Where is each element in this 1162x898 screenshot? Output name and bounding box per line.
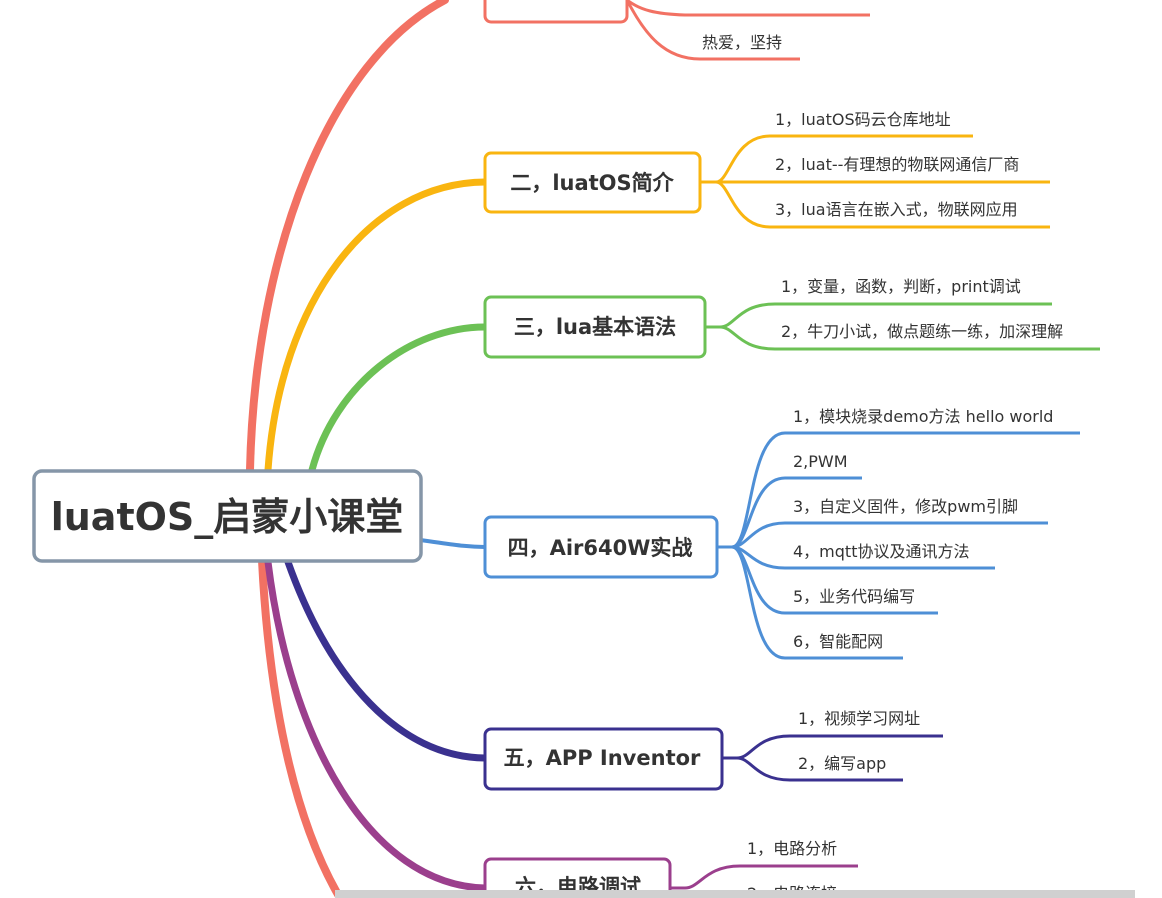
leaf-line-b1-0 [626, 0, 870, 17]
horizontal-scrollbar[interactable] [335, 890, 1135, 898]
trunk-b2 [264, 178, 489, 474]
branch-label-b2: 二，luatOS简介 [510, 171, 674, 195]
leaf-line-b2-2 [715, 180, 1050, 229]
branch-label-b4: 四，Air640W实战 [508, 536, 693, 560]
branch-label-b5: 五，APP Inventor [504, 746, 701, 770]
branch-nodes [483, 0, 724, 898]
trunk-b1 [246, 0, 449, 474]
branch-box-b3[interactable] [483, 295, 707, 359]
branch-box-b6[interactable] [483, 857, 672, 898]
leaf-label-b2-2[interactable]: 3，lua语言在嵌入式，物联网应用 [775, 200, 1018, 219]
branch-box-b2[interactable] [483, 151, 702, 214]
branch-connectors [246, 0, 489, 898]
leaf-label-b4-4[interactable]: 5，业务代码编写 [793, 587, 915, 606]
branch-label-b3: 三，lua基本语法 [514, 315, 676, 339]
leaf-label-b4-2[interactable]: 3，自定义固件，修改pwm引脚 [793, 497, 1018, 516]
leaf-label-b4-3[interactable]: 4，mqtt协议及通讯方法 [793, 542, 969, 561]
leaf-label-b2-0[interactable]: 1，luatOS码云仓库地址 [775, 110, 951, 129]
branch-box-b1[interactable] [483, 0, 629, 24]
leaf-label-b1-1[interactable]: 热爱，坚持 [702, 33, 782, 52]
trunk-b4 [418, 538, 487, 549]
leaf-label-b5-0[interactable]: 1，视频学习网址 [798, 709, 920, 728]
leaf-label-b3-0[interactable]: 1，变量，函数，判断，print调试 [781, 277, 1021, 296]
leaf-line-b4-0 [717, 431, 1080, 549]
branch-box-b5[interactable] [483, 727, 724, 791]
trunk-b6 [264, 558, 489, 892]
trunk-b5 [284, 558, 489, 762]
leaf-label-b4-1[interactable]: 2,PWM [793, 452, 848, 471]
branch-box-b4[interactable] [483, 515, 719, 579]
leaf-labels: 热爱，坚持 1，luatOS码云仓库地址 2，luat--有理想的物联网通信厂商… [702, 33, 1063, 898]
leaf-label-b4-5[interactable]: 6，智能配网 [793, 632, 883, 651]
leaf-label-b5-1[interactable]: 2，编写app [798, 754, 886, 773]
leaf-line-b3-1 [719, 325, 1100, 351]
leaf-label-b6-0[interactable]: 1，电路分析 [747, 839, 837, 858]
leaf-label-b2-1[interactable]: 2，luat--有理想的物联网通信厂商 [775, 155, 1019, 174]
trunk-b7 [258, 559, 344, 898]
root-node-label: luatOS_启蒙小课堂 [51, 495, 404, 539]
leaf-line-b6-0 [670, 864, 858, 890]
leaf-connectors [625, 0, 1100, 890]
leaf-line-b1-1 [625, 0, 800, 61]
leaf-line-b5-1 [736, 756, 903, 782]
branch-labels: 二，luatOS简介 三，lua基本语法 四，Air640W实战 五，APP I… [504, 171, 701, 898]
leaf-line-b4-1 [731, 476, 862, 549]
root-node-box[interactable] [32, 469, 423, 563]
leaf-label-b4-0[interactable]: 1，模块烧录demo方法 hello world [793, 407, 1053, 426]
trunk-b3 [308, 323, 489, 474]
leaf-line-b4-5 [731, 545, 903, 660]
leaf-label-b3-1[interactable]: 2，牛刀小试，做点题练一练，加深理解 [781, 322, 1063, 341]
